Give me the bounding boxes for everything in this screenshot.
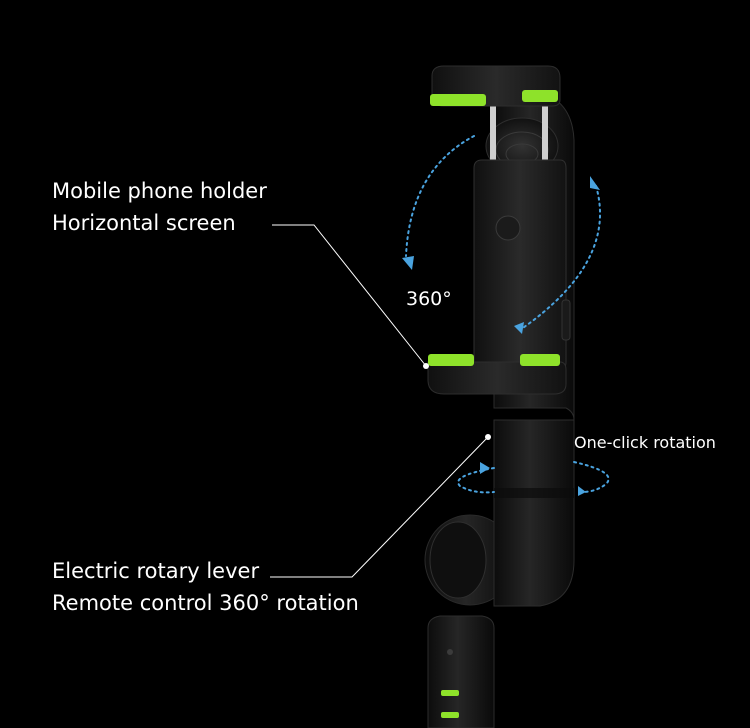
- leader-dot: [485, 434, 491, 440]
- remote-button: [495, 215, 521, 241]
- swivel-arrow-icon: [457, 461, 610, 494]
- green-indicator: [441, 690, 459, 696]
- extension-rod: [542, 96, 548, 164]
- grip-pad-green: [428, 354, 474, 366]
- one-click-rotation-label: One-click rotation: [574, 433, 716, 452]
- led-indicator-icon: [447, 649, 453, 655]
- holder-callout: Mobile phone holder Horizontal screen: [52, 175, 267, 239]
- grip-pad-green: [522, 90, 558, 102]
- leader-dot: [423, 363, 429, 369]
- lever-label-line2: Remote control 360° rotation: [52, 591, 359, 615]
- leader-lines: [270, 224, 489, 578]
- lever-callout: Electric rotary lever Remote control 360…: [52, 555, 359, 619]
- rotation-degrees-label: 360°: [406, 288, 452, 310]
- arrow-head: [402, 256, 414, 270]
- arrow-head: [514, 322, 524, 334]
- holder-label-line2: Horizontal screen: [52, 211, 236, 235]
- handle: [427, 615, 495, 728]
- lever-label-line1: Electric rotary lever: [52, 559, 260, 583]
- extension-rod: [490, 96, 496, 164]
- rotary-lever: [493, 419, 575, 607]
- arrow-head: [578, 486, 586, 496]
- arrow-head: [590, 176, 600, 190]
- arrow-head: [480, 462, 490, 474]
- rotation-arrow-icon: [405, 135, 601, 331]
- holder-label-line1: Mobile phone holder: [52, 179, 267, 203]
- holder-panel: [473, 159, 567, 371]
- grip-pad-green: [430, 94, 486, 106]
- bottom-clamp: [427, 361, 567, 395]
- green-indicator: [441, 712, 459, 718]
- grip-pad-green: [520, 354, 560, 366]
